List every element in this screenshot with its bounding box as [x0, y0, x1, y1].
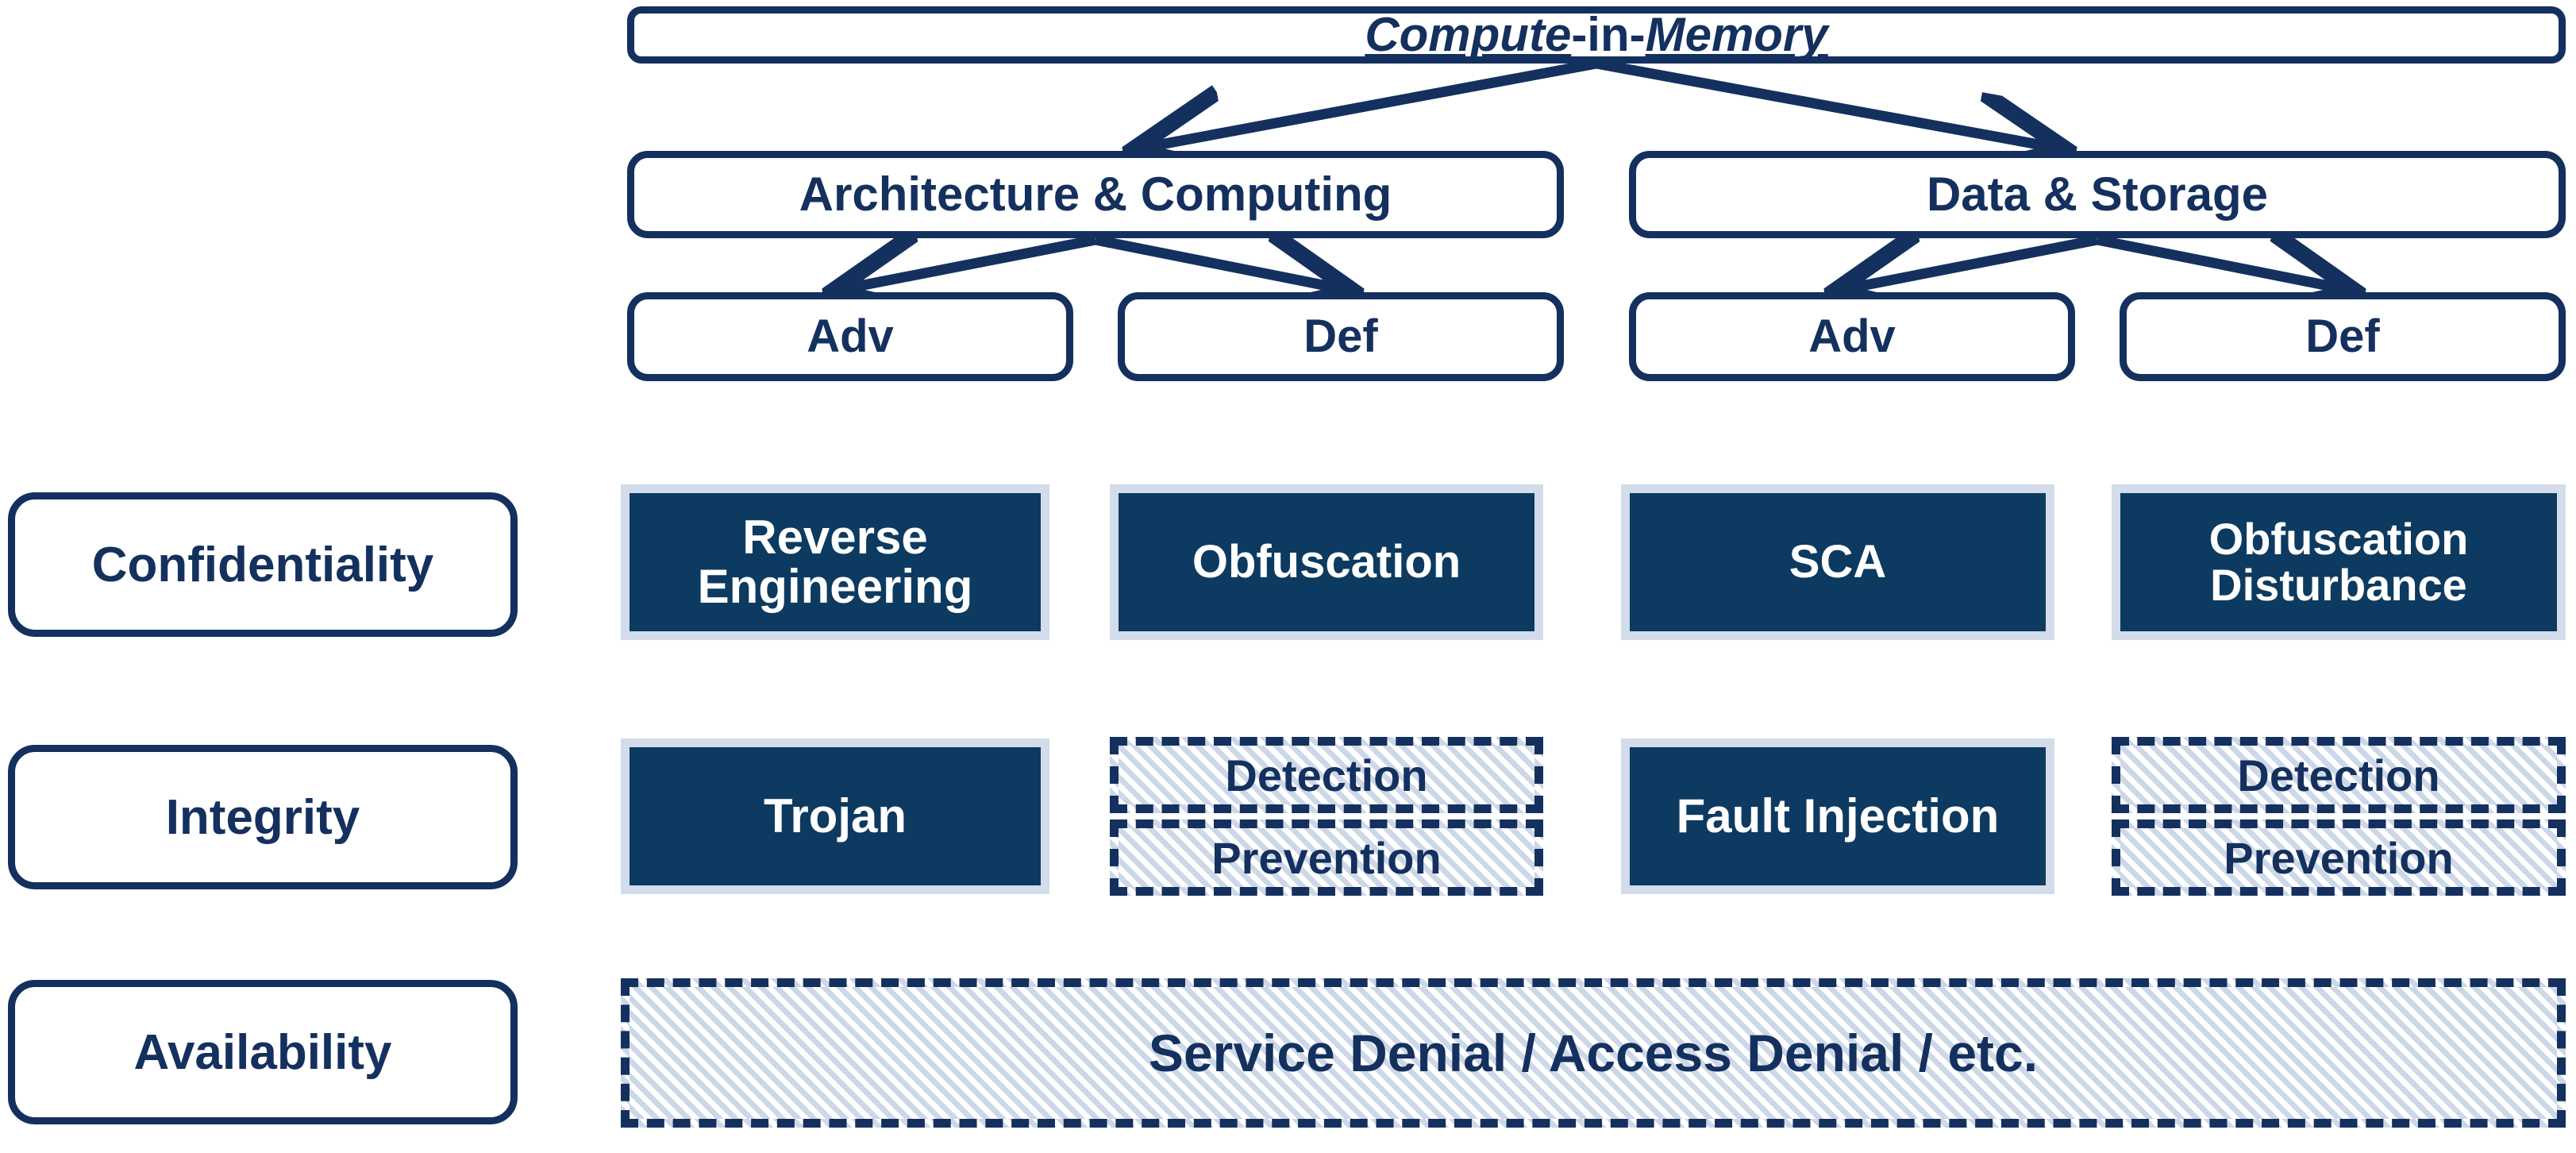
- row-label-text: Confidentiality: [91, 537, 434, 592]
- node-label: Adv: [807, 310, 894, 363]
- cell-text: Detection: [1225, 750, 1428, 800]
- cell-text: Prevention: [2224, 832, 2454, 883]
- node-compute-in-memory[interactable]: Compute -in- Memory: [627, 6, 2566, 64]
- node-label: Architecture & Computing: [799, 168, 1392, 222]
- node-arch-adv[interactable]: Adv: [627, 292, 1073, 381]
- title-memory: Memory: [1645, 8, 1828, 62]
- cell-confidentiality-data-adv[interactable]: SCA: [1621, 484, 2054, 640]
- row-label-confidentiality[interactable]: Confidentiality: [8, 492, 518, 637]
- title-compute: Compute: [1365, 8, 1572, 62]
- node-architecture-and-computing[interactable]: Architecture & Computing: [627, 151, 1564, 238]
- node-arch-def[interactable]: Def: [1118, 292, 1564, 381]
- row-label-availability[interactable]: Availability: [8, 980, 518, 1124]
- node-label: Data & Storage: [1926, 168, 2269, 222]
- cell-text: Prevention: [1211, 832, 1442, 883]
- cell-text: Trojan: [763, 789, 907, 843]
- row-label-text: Availability: [133, 1024, 392, 1080]
- node-data-adv[interactable]: Adv: [1629, 292, 2075, 381]
- node-label: Def: [1303, 310, 1378, 363]
- cell-text: Service Denial / Access Denial / etc.: [1148, 1024, 2039, 1082]
- cell-integrity-arch-def-prevention[interactable]: Prevention: [1110, 819, 1543, 896]
- cell-integrity-arch-def-detection[interactable]: Detection: [1110, 737, 1543, 813]
- node-data-and-storage[interactable]: Data & Storage: [1629, 151, 2566, 238]
- cell-text: Detection: [2237, 750, 2440, 800]
- cell-integrity-data-adv[interactable]: Fault Injection: [1621, 738, 2054, 894]
- cell-integrity-data-def-detection[interactable]: Detection: [2112, 737, 2566, 813]
- cell-text: Reverse Engineering: [697, 510, 973, 613]
- hierarchy-tree: Compute -in- Memory Architecture & Compu…: [0, 0, 2576, 397]
- cell-integrity-data-def-prevention[interactable]: Prevention: [2112, 819, 2566, 896]
- tree-connector-arrows: [0, 58, 2576, 397]
- cell-confidentiality-arch-adv[interactable]: Reverse Engineering: [621, 484, 1049, 640]
- cell-text: Fault Injection: [1676, 789, 2000, 843]
- cell-integrity-arch-adv[interactable]: Trojan: [621, 738, 1049, 894]
- cell-availability-span[interactable]: Service Denial / Access Denial / etc.: [621, 978, 2566, 1128]
- cell-confidentiality-data-def[interactable]: Obfuscation Disturbance: [2112, 484, 2566, 640]
- row-label-integrity[interactable]: Integrity: [8, 745, 518, 889]
- node-data-def[interactable]: Def: [2120, 292, 2566, 381]
- cell-text: SCA: [1789, 535, 1887, 588]
- cell-text: Obfuscation: [1192, 535, 1461, 588]
- cell-text: Obfuscation Disturbance: [2208, 513, 2469, 610]
- title-in: -in-: [1571, 8, 1646, 62]
- node-label: Adv: [1808, 310, 1896, 363]
- cell-confidentiality-arch-def[interactable]: Obfuscation: [1110, 484, 1543, 640]
- node-label: Def: [2305, 310, 2380, 363]
- row-label-text: Integrity: [165, 789, 360, 845]
